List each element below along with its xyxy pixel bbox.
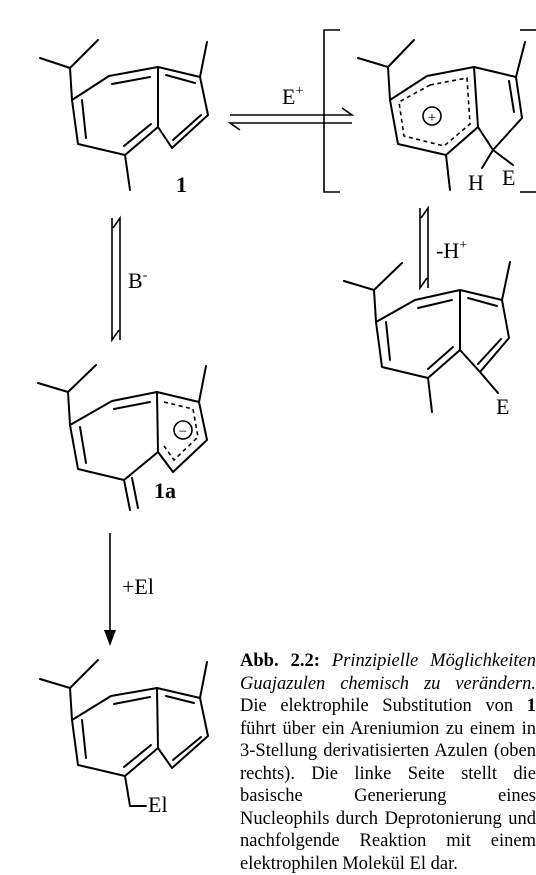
molecule-1-number: 1 — [176, 172, 187, 197]
base-label: B- — [128, 268, 148, 293]
deprotonation-label: -H+ — [436, 238, 467, 263]
caption-text-1: Die elektrophile Substitution von — [240, 696, 527, 716]
negative-charge-symbol: − — [179, 424, 187, 440]
electrophile-label: E+ — [282, 84, 303, 109]
negative-charge-circle — [173, 420, 193, 440]
positive-charge-symbol: + — [428, 110, 436, 126]
reaction-scheme: 1 E+ + H E -H+ — [37, 29, 536, 817]
caption-figure-number: Abb. 2.2: — [240, 651, 320, 671]
equilibrium-arrow-electrophile: E+ — [227, 84, 355, 131]
product-3-substituted-azulene: E — [343, 261, 511, 419]
molecule-1a: − 1a — [37, 364, 208, 511]
nucleophile-reaction-label: +El — [122, 574, 154, 599]
arenium-intermediate: + H E — [357, 39, 526, 195]
product-e-label: E — [496, 394, 509, 419]
molecule-1a-number: 1a — [154, 478, 176, 503]
caption-title: Prinzipielle Möglichkeiten Guajazulen ch… — [240, 651, 536, 694]
positive-charge-circle — [422, 106, 442, 126]
equilibrium-arrow-base: B- — [111, 215, 148, 343]
figure-caption: Abb. 2.2: Prinzipielle Möglichkeiten Gua… — [240, 650, 536, 875]
product-el-substituted: El — [39, 659, 209, 817]
molecule-1: 1 — [39, 39, 209, 197]
product-el-label: El — [148, 792, 168, 817]
caption-ref-1: 1 — [526, 696, 536, 716]
reaction-arrow-nucleophile: +El — [104, 533, 154, 646]
intermediate-bracket — [323, 29, 536, 193]
intermediate-h-label: H — [468, 170, 484, 195]
equilibrium-arrow-deprotonation: -H+ — [419, 205, 467, 291]
intermediate-e-label: E — [502, 165, 515, 190]
caption-text-2: führt über ein Areniumion zu einem in 3-… — [240, 718, 536, 874]
